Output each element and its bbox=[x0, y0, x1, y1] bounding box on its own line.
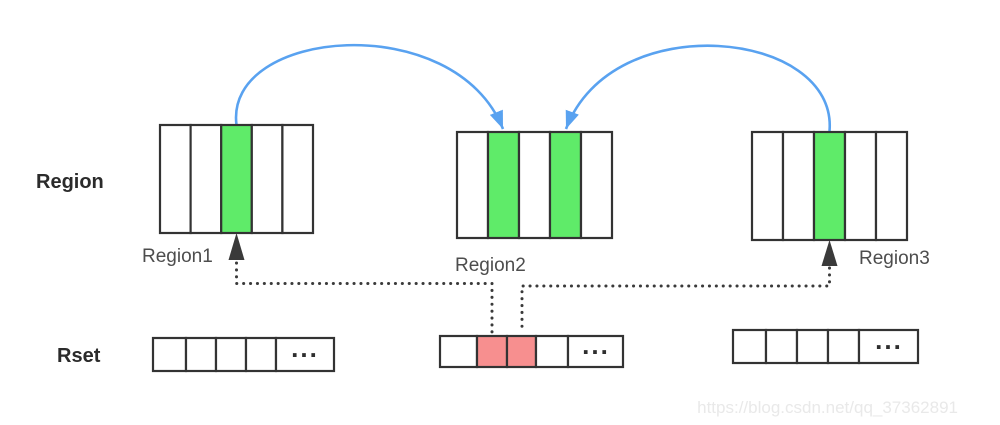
rset-left-card-1 bbox=[151, 336, 188, 373]
rset-right-card-more bbox=[857, 328, 920, 365]
rset-middle-card-1 bbox=[438, 334, 479, 369]
rset-left-card-more bbox=[274, 336, 336, 373]
rset-right-card-4 bbox=[826, 328, 861, 365]
region3-box bbox=[750, 130, 909, 242]
region3-cell-1 bbox=[750, 130, 785, 242]
region1-label: Region1 bbox=[142, 246, 213, 267]
region2-cell-4-live bbox=[548, 130, 583, 240]
region1-cell-3-live bbox=[220, 123, 253, 235]
region1-box bbox=[158, 123, 315, 235]
rset-left-box: ... bbox=[151, 333, 336, 373]
region2-cell-3 bbox=[517, 130, 552, 240]
card-arrowhead-into-region1 bbox=[228, 233, 245, 260]
rset-middle-card-3-dirty bbox=[505, 334, 538, 369]
ellipsis: ... bbox=[291, 333, 319, 363]
card-arrowhead-into-region3 bbox=[821, 240, 838, 266]
region2-cell-5 bbox=[579, 130, 614, 240]
rset-middle-card-4 bbox=[534, 334, 570, 369]
ellipsis: ... bbox=[582, 330, 610, 360]
rset-left-card-2 bbox=[184, 336, 218, 373]
region3-label: Region3 bbox=[859, 248, 930, 269]
rset-left-card-4 bbox=[244, 336, 278, 373]
region-row-label: Region bbox=[36, 171, 104, 193]
region1-cell-1 bbox=[158, 123, 192, 235]
ellipsis: ... bbox=[875, 325, 903, 355]
reference-arrow-region1-to-region2 bbox=[234, 43, 505, 130]
region1-cell-4 bbox=[250, 123, 284, 235]
rset-right-box: ... bbox=[731, 325, 920, 365]
rset-middle-card-2-dirty bbox=[475, 334, 509, 369]
dotted-connector-rset-to-region1 bbox=[235, 261, 494, 334]
region3-cell-3-live bbox=[812, 130, 847, 242]
region2-label: Region2 bbox=[455, 255, 526, 276]
rset-row-label: Rset bbox=[57, 345, 101, 367]
region2-cell-2-live bbox=[486, 130, 521, 240]
rset-middle-box: ... bbox=[438, 330, 625, 369]
reference-arrow-region3-to-region2 bbox=[564, 44, 831, 132]
rset-right-card-2 bbox=[764, 328, 799, 365]
region3-cell-2 bbox=[781, 130, 816, 242]
region1-cell-2 bbox=[189, 123, 223, 235]
region3-cell-4 bbox=[843, 130, 878, 242]
rset-right-card-3 bbox=[795, 328, 830, 365]
rset-right-card-1 bbox=[731, 328, 768, 365]
region3-cell-5 bbox=[874, 130, 909, 242]
dotted-connector-rset-to-region3 bbox=[520, 266, 831, 334]
region2-cell-1 bbox=[455, 130, 490, 240]
rset-left-card-3 bbox=[214, 336, 248, 373]
watermark-text: https://blog.csdn.net/qq_37362891 bbox=[697, 398, 958, 417]
rset-middle-card-more bbox=[566, 334, 625, 369]
region1-cell-5 bbox=[281, 123, 315, 235]
region2-box bbox=[455, 130, 614, 240]
